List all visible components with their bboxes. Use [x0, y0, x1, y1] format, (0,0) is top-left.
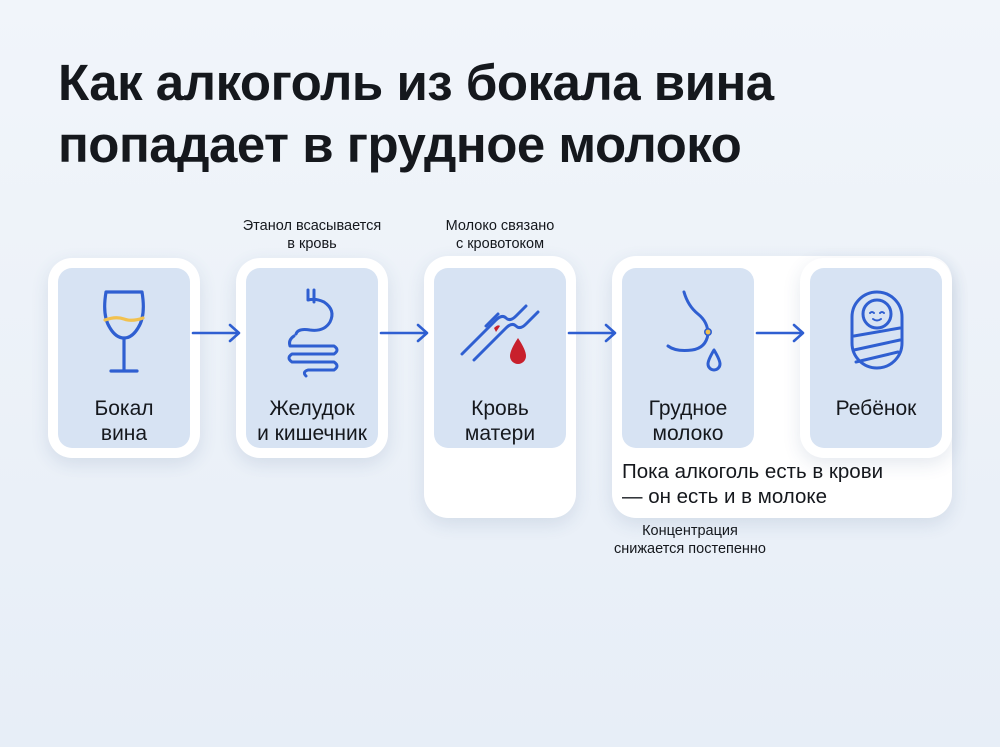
wine-glass-icon	[103, 290, 145, 373]
note-concentration: Концентрация снижается постепенно	[585, 522, 795, 558]
arrow-3-icon	[567, 323, 617, 343]
banner-line-1: Пока алкоголь есть в крови	[622, 460, 884, 483]
note-absorption-line-1: Этанол всасывается	[242, 218, 382, 234]
digestive-tract-icon	[287, 288, 339, 378]
step-label-digestive: Желудок и кишечник	[241, 396, 383, 446]
arrow-1-icon	[191, 323, 241, 343]
step-milk-line-2: молоко	[652, 422, 724, 445]
step-label-blood: Кровь матери	[434, 396, 566, 446]
title-line-2: попадает в грудное молоко	[58, 116, 742, 173]
page-title: Как алкоголь из бокала вина попадает в г…	[58, 52, 958, 176]
note-bloodstream-line-1: Молоко связано	[445, 218, 555, 234]
note-absorption: Этанол всасывается в кровь	[222, 217, 402, 253]
baby-icon	[850, 290, 904, 370]
step-label-milk: Грудное молоко	[622, 396, 754, 446]
step-milk-line-1: Грудное	[648, 397, 728, 420]
banner-line-2: — он есть и в молоке	[622, 485, 827, 508]
step-blood-line-2: матери	[464, 422, 536, 445]
step-wine-line-2: вина	[100, 422, 148, 445]
note-concentration-line-1: Концентрация	[642, 523, 738, 539]
step-wine-line-1: Бокал	[94, 397, 154, 420]
note-absorption-line-2: в кровь	[287, 236, 337, 252]
step-digestive-line-2: и кишечник	[257, 422, 367, 445]
step-label-wine: Бокал вина	[58, 396, 190, 446]
note-bloodstream: Молоко связано с кровотоком	[415, 217, 585, 253]
step-blood-line-1: Кровь	[471, 397, 529, 420]
arrow-2-icon	[379, 323, 429, 343]
step-digestive-line-1: Желудок	[269, 397, 355, 420]
step-inner-blood	[434, 268, 566, 448]
note-bloodstream-line-2: с кровотоком	[455, 236, 545, 252]
breast-milk-icon	[666, 290, 722, 372]
blood-vessel-icon	[460, 304, 540, 364]
step-label-baby: Ребёнок	[810, 396, 942, 421]
step-baby-line-1: Ребёнок	[835, 397, 917, 420]
note-concentration-line-2: снижается постепенно	[613, 541, 767, 557]
step-inner-milk	[622, 268, 754, 448]
title-line-1: Как алкоголь из бокала вина	[58, 54, 774, 111]
banner-text: Пока алкоголь есть в крови — он есть и в…	[622, 459, 942, 509]
arrow-4-icon	[755, 323, 805, 343]
